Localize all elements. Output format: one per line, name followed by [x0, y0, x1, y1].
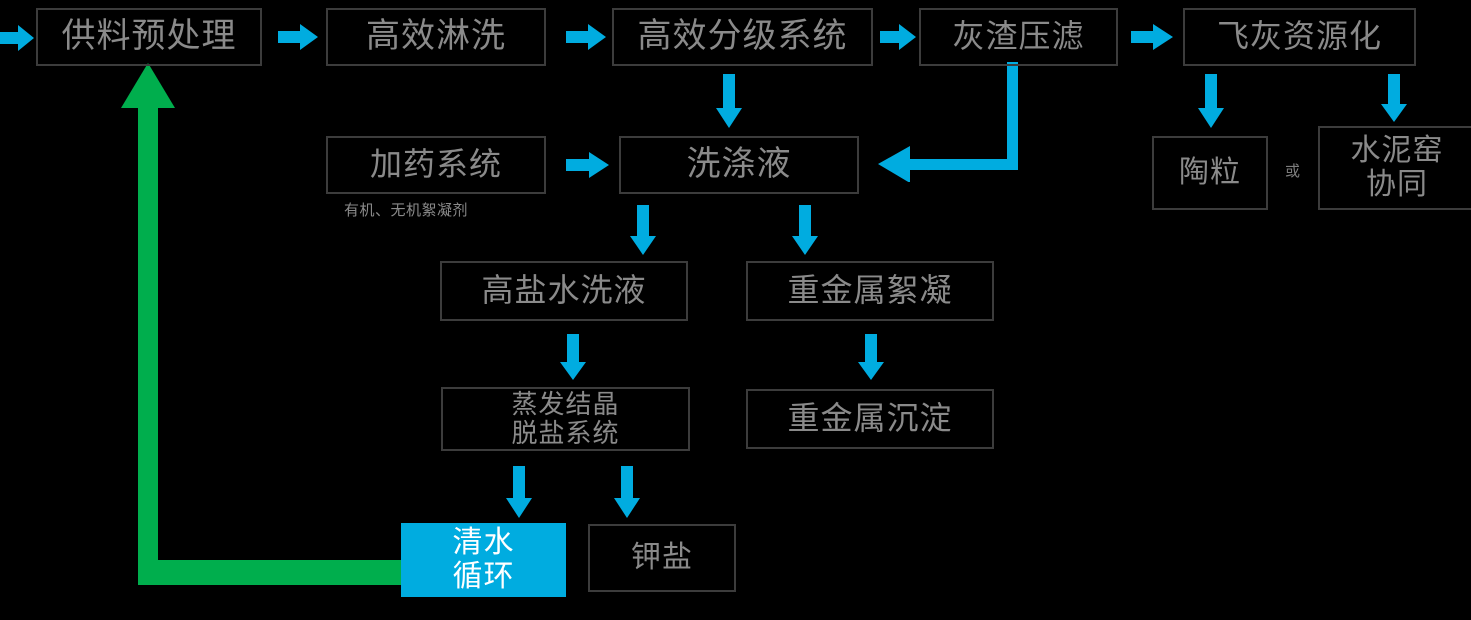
- node-feed-pretreat[interactable]: 供料预处理: [36, 8, 262, 66]
- node-dosing-system[interactable]: 加药系统: [326, 136, 546, 194]
- arrow-metalfloc-to-precip-icon: [856, 334, 886, 382]
- node-ceramsite[interactable]: 陶粒: [1152, 136, 1268, 210]
- node-classify-system[interactable]: 高效分级系统: [612, 8, 873, 66]
- node-ash-press[interactable]: 灰渣压滤: [919, 8, 1118, 66]
- node-cement-kiln[interactable]: 水泥窑 协同: [1318, 126, 1471, 210]
- arrow-washliq-to-highsalt-icon: [628, 205, 658, 257]
- arrow-dosing-to-washliq-icon: [566, 150, 612, 180]
- arrow-ashpress-to-flyash-icon: [1131, 22, 1175, 52]
- arrow-evap-to-potassium-icon: [612, 466, 642, 520]
- node-metal-floc[interactable]: 重金属絮凝: [746, 261, 994, 321]
- node-clean-water-cycle[interactable]: 清水 循环: [401, 523, 566, 597]
- node-high-salt-wash[interactable]: 高盐水洗液: [440, 261, 688, 321]
- node-wash-liquid[interactable]: 洗涤液: [619, 136, 859, 194]
- or-label: 或: [1285, 164, 1301, 180]
- node-potassium-salt[interactable]: 钾盐: [588, 524, 736, 592]
- arrow-flyash-to-ceramsite-icon: [1196, 74, 1226, 130]
- elbow-ashpress-to-washliq: [862, 62, 1022, 182]
- arrow-evap-to-cleanwater-icon: [504, 466, 534, 520]
- arrow-classify-to-ashpress-icon: [880, 22, 918, 52]
- node-flyash-resource[interactable]: 飞灰资源化: [1183, 8, 1416, 66]
- node-evap-desalt[interactable]: 蒸发结晶 脱盐系统: [441, 387, 690, 451]
- arrow-highsalt-to-evap-icon: [558, 334, 588, 382]
- elbow-cleanwater-to-feed: [120, 60, 410, 585]
- arrow-classify-to-washliq-icon: [714, 74, 744, 130]
- node-metal-precip[interactable]: 重金属沉淀: [746, 389, 994, 449]
- node-high-eff-wash[interactable]: 高效淋洗: [326, 8, 546, 66]
- arrow-wash-to-classify-icon: [566, 22, 608, 52]
- arrow-feed-to-wash-icon: [278, 22, 320, 52]
- dosing-system-caption: 有机、无机絮凝剂: [344, 202, 469, 219]
- arrow-inlet-feed-icon: [0, 23, 36, 53]
- arrow-flyash-to-cementkiln-icon: [1379, 74, 1409, 124]
- arrow-washliq-to-metalfloc-icon: [790, 205, 820, 257]
